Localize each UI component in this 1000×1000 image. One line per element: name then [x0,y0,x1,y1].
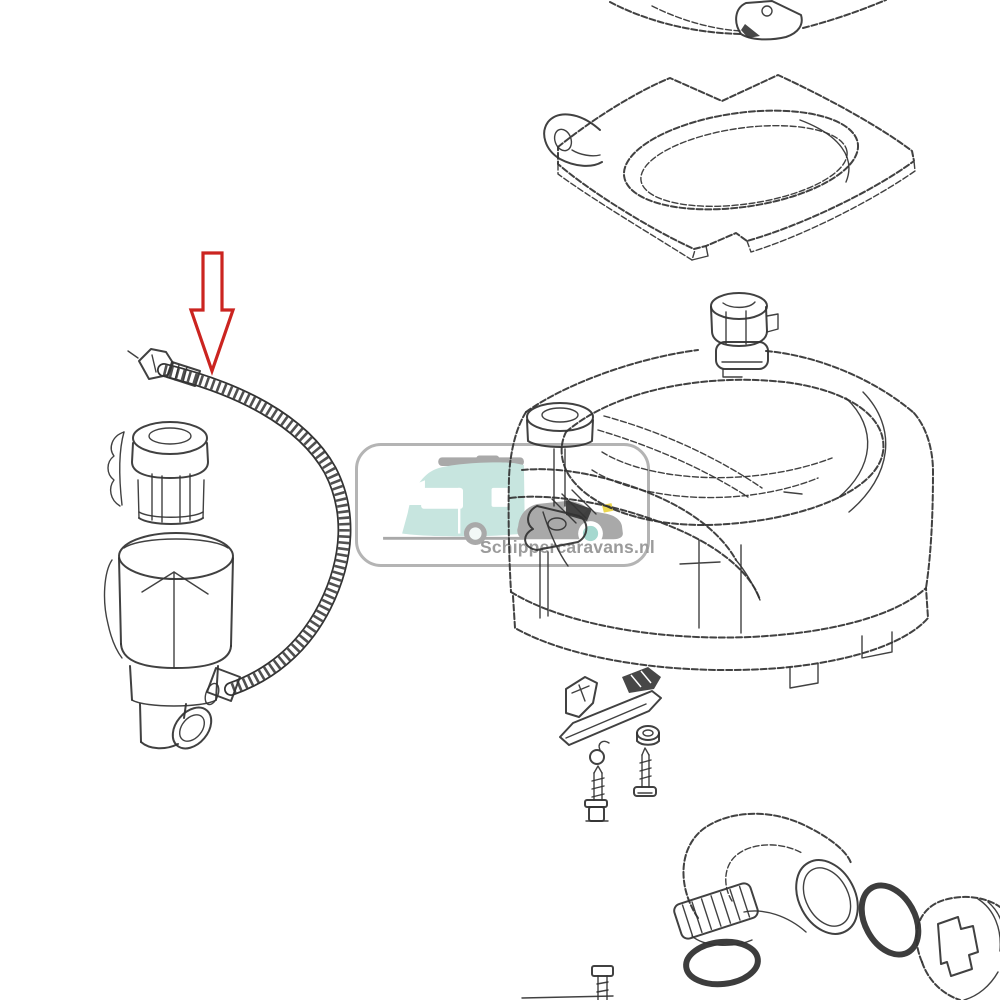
seat-opening-inner [640,124,848,208]
watermark-text: Schippercaravans.nl [480,537,655,557]
pump-clip [103,559,123,659]
pump-body [103,532,234,750]
o-ring-large [858,882,922,958]
hex-nut [636,725,660,746]
lid-fragment [609,0,887,41]
screw-right [633,747,657,797]
car-icon [517,501,623,546]
caravan-window-small [491,487,509,507]
bellows-pump-cap [107,421,209,525]
elbow-discharge-pipe [673,812,859,946]
caravan-car-illustration [383,455,623,546]
ball-valve-bead [589,740,610,765]
bracket-knob [622,667,661,693]
red-arrow-indicator [188,251,236,376]
tank-pump-installed [524,402,594,619]
seat-hinge-tab [543,113,603,167]
caravan-icon [402,455,525,545]
corrugated-hose [127,348,352,706]
hose-end-fitting-bottom [204,667,241,706]
pump-outlet-opening [171,706,213,750]
caravan-body [402,462,525,537]
discharge-cap-fitting [915,895,1000,1000]
screw-left [584,765,609,822]
seat-opening-outer [622,109,860,211]
caravan-window [421,487,464,509]
tank-foot [789,663,819,689]
seat-ring [543,74,916,261]
baseline-fragment [521,995,614,999]
mount-bracket-hardware [559,667,662,822]
mount-bracket [559,690,662,746]
elbow-open-end [795,859,859,935]
filler-neck [715,341,769,370]
o-ring-small [683,938,761,988]
threaded-collar [673,882,759,940]
bottom-screw [591,965,614,1000]
caravan-wheel-hub [469,527,482,540]
tank-foot [861,631,893,659]
cap-clip-lever [107,431,125,507]
caravan-front-window [407,480,425,505]
toilet-bowl-tank [507,349,934,689]
water-fill-cap [710,292,779,378]
hose-end-fitting-top [127,348,201,387]
